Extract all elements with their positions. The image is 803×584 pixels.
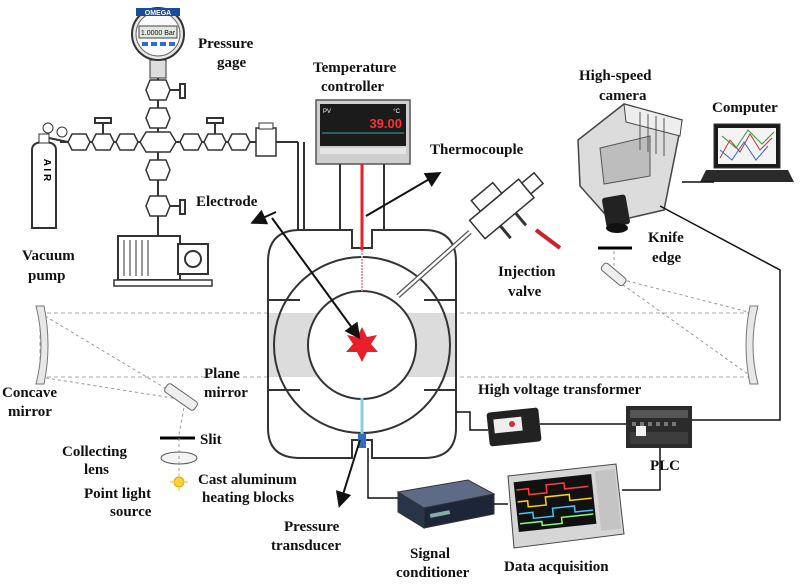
label-cast-aluminum-2: heating blocks (202, 490, 294, 506)
temp-unit-text: °C (393, 109, 400, 115)
flame-kernel-icon (346, 327, 378, 362)
label-high-voltage-transformer: High voltage transformer (478, 382, 642, 398)
plane-mirror-icon (164, 383, 198, 411)
label-vacuum-pump-2: pump (28, 268, 66, 284)
high-speed-camera-icon (577, 103, 683, 233)
wiring (367, 181, 781, 505)
label-temperature-controller-2: controller (321, 79, 384, 95)
label-thermocouple: Thermocouple (430, 142, 524, 158)
label-vacuum-pump: Vacuum (22, 248, 75, 264)
label-signal-conditioner: Signal (410, 546, 450, 562)
label-concave-mirror-2: mirror (8, 404, 52, 420)
collecting-lens-icon (160, 438, 198, 476)
pressure-gage-icon: OMEGA 1.0000 Bar (131, 7, 185, 79)
high-voltage-transformer-icon (486, 407, 542, 447)
label-plc: PLC (650, 458, 680, 474)
label-collecting-lens-2: lens (84, 462, 109, 478)
concave-mirror-left-icon (35, 305, 49, 385)
valve-handles (94, 83, 224, 215)
callout-arrows (250, 171, 442, 508)
labels: Pressure gage Temperature controller Hig… (2, 36, 778, 581)
label-pressure-transducer: Pressure (284, 519, 340, 535)
label-temperature-controller: Temperature (313, 60, 397, 76)
label-concave-mirror: Concave (2, 385, 57, 401)
data-acquisition-icon (507, 463, 625, 549)
label-plane-mirror-2: mirror (204, 385, 248, 401)
label-point-light-source-2: source (110, 504, 152, 520)
label-high-speed-camera: High-speed (579, 68, 652, 84)
vacuum-pump-icon (113, 235, 213, 287)
temp-reading-text: 39.00 (369, 116, 402, 131)
label-injection-valve: Injection (498, 264, 556, 280)
point-light-source-icon (170, 473, 188, 491)
combustion-chamber (267, 164, 457, 459)
label-computer: Computer (712, 100, 778, 116)
knife-edge-icon (598, 246, 632, 287)
label-data-acquisition: Data acquisition (504, 559, 609, 575)
label-electrode: Electrode (196, 194, 258, 210)
label-slit: Slit (200, 432, 222, 448)
air-tank-icon: A I R (31, 122, 69, 229)
label-injection-valve-2: valve (508, 284, 542, 300)
filter-icon (255, 127, 277, 157)
label-knife-edge-2: edge (652, 250, 682, 266)
label-pressure-gage: Pressure (198, 36, 254, 52)
label-point-light-source: Point light (84, 486, 151, 502)
label-collecting-lens: Collecting (62, 444, 127, 460)
label-pressure-transducer-2: transducer (271, 538, 341, 554)
gage-reading-text: 1.0000 Bar (141, 30, 176, 37)
label-plane-mirror: Plane (204, 366, 240, 382)
temperature-controller-icon: PV °C 39.00 (315, 99, 411, 236)
label-knife-edge: Knife (648, 230, 684, 246)
label-high-speed-camera-2: camera (599, 88, 647, 104)
concave-mirror-right-icon (745, 305, 759, 385)
gage-brand-text: OMEGA (145, 10, 171, 17)
plc-icon (626, 406, 692, 448)
temp-pv-text: PV (323, 109, 331, 115)
pipe-fittings (67, 79, 251, 217)
label-signal-conditioner-2: conditioner (396, 565, 470, 581)
computer-icon (700, 123, 794, 182)
air-tank-label: A I R (41, 159, 52, 182)
injection-valve-icon (396, 171, 562, 298)
signal-conditioner-icon (396, 479, 496, 529)
label-cast-aluminum: Cast aluminum (198, 472, 297, 488)
label-pressure-gage-2: gage (217, 55, 247, 71)
